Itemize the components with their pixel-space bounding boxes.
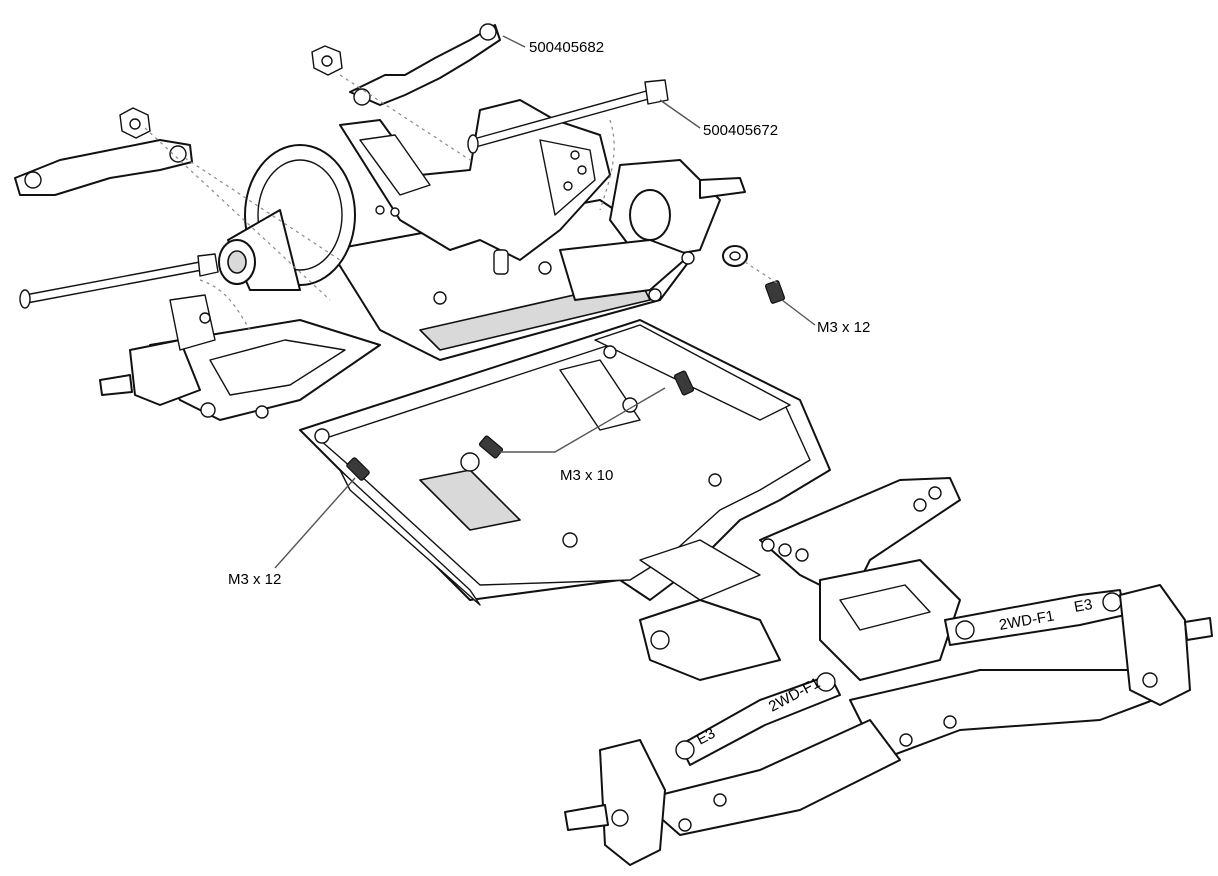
front-suspension-assembly: 2WD-F1 E3 2WD-F1 E3 — [564, 477, 1213, 866]
chassis-tub — [299, 319, 831, 606]
callout-leaders — [274, 35, 816, 569]
screw-m3x12-lower — [346, 457, 370, 481]
link-500405682 — [349, 24, 501, 106]
screw-m3x12-upper — [764, 280, 786, 304]
callout-m3x12-lower: M3 x 12 — [228, 571, 281, 588]
link-left — [14, 139, 193, 196]
callout-m3x12-upper: M3 x 12 — [817, 319, 870, 336]
callout-500405672: 500405672 — [703, 122, 778, 139]
arm-mark-left: E3 — [694, 725, 718, 749]
exploded-parts — [14, 23, 786, 481]
driveshaft-left — [24, 261, 203, 304]
arm-mark-right: E3 — [1073, 596, 1094, 616]
screw-m3x10-left — [478, 435, 504, 459]
screw-m3x10-right — [673, 370, 695, 396]
callout-500405682: 500405682 — [529, 39, 604, 56]
assembly-guides — [144, 74, 781, 331]
callout-m3x10: M3 x 10 — [560, 467, 613, 484]
rear-gearbox-assembly — [99, 99, 746, 421]
